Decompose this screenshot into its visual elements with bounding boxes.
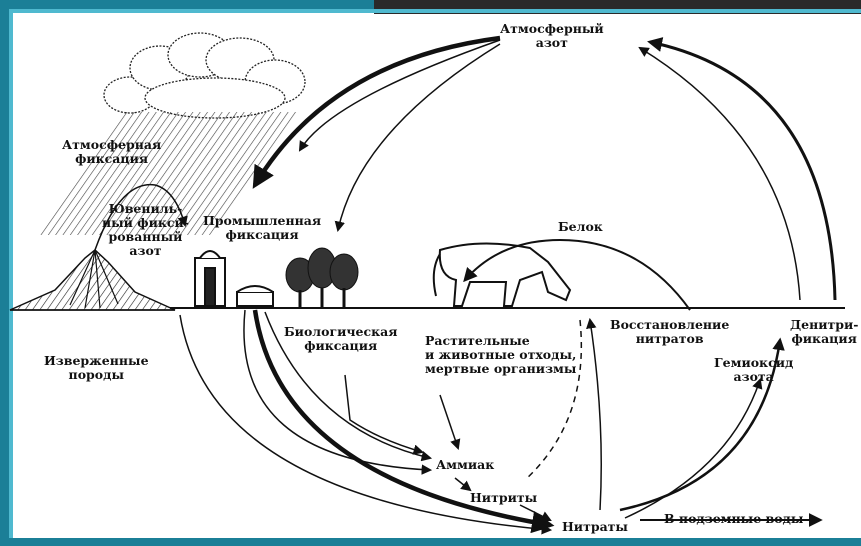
label-juvenile-nitrogen: Ювениль- ный фикси- рованный азот: [102, 201, 189, 258]
frame-bottom-border: [0, 538, 861, 546]
frame-left-border: [0, 0, 9, 546]
label-nitrates: Нитраты: [562, 519, 628, 534]
volcano: [9, 249, 176, 311]
frame-inner-edge: [9, 9, 861, 538]
cow: [432, 242, 572, 307]
label-industrial-fixation: Промышленная фиксация: [203, 213, 322, 242]
label-biological-fixation: Биологическая фиксация: [284, 324, 398, 353]
label-nitrate-reduction: Восстановление нитратов: [610, 317, 730, 346]
trees: [285, 247, 359, 307]
label-nitrous-oxide: Гемиоксид азота: [714, 355, 794, 384]
cloud: [103, 32, 306, 119]
frame-top-border: [0, 0, 374, 9]
label-nitrites: Нитриты: [470, 490, 538, 505]
rain: [40, 112, 300, 235]
label-protein: Белок: [558, 219, 603, 234]
label-plant-animal-waste: Растительные и животные отходы, мертвые …: [425, 333, 577, 376]
label-igneous-rocks: Изверженные породы: [44, 353, 149, 382]
label-denitrification: Денитри- фикация: [790, 317, 859, 346]
label-groundwater: В подземные воды: [664, 511, 804, 526]
factory: [194, 250, 274, 307]
arrows: [94, 35, 837, 535]
label-atmospheric-nitrogen: Атмосферный азот: [500, 21, 604, 50]
label-ammonia: Аммиак: [436, 457, 495, 472]
label-atmospheric-fixation: Атмосферная фиксация: [62, 137, 162, 166]
